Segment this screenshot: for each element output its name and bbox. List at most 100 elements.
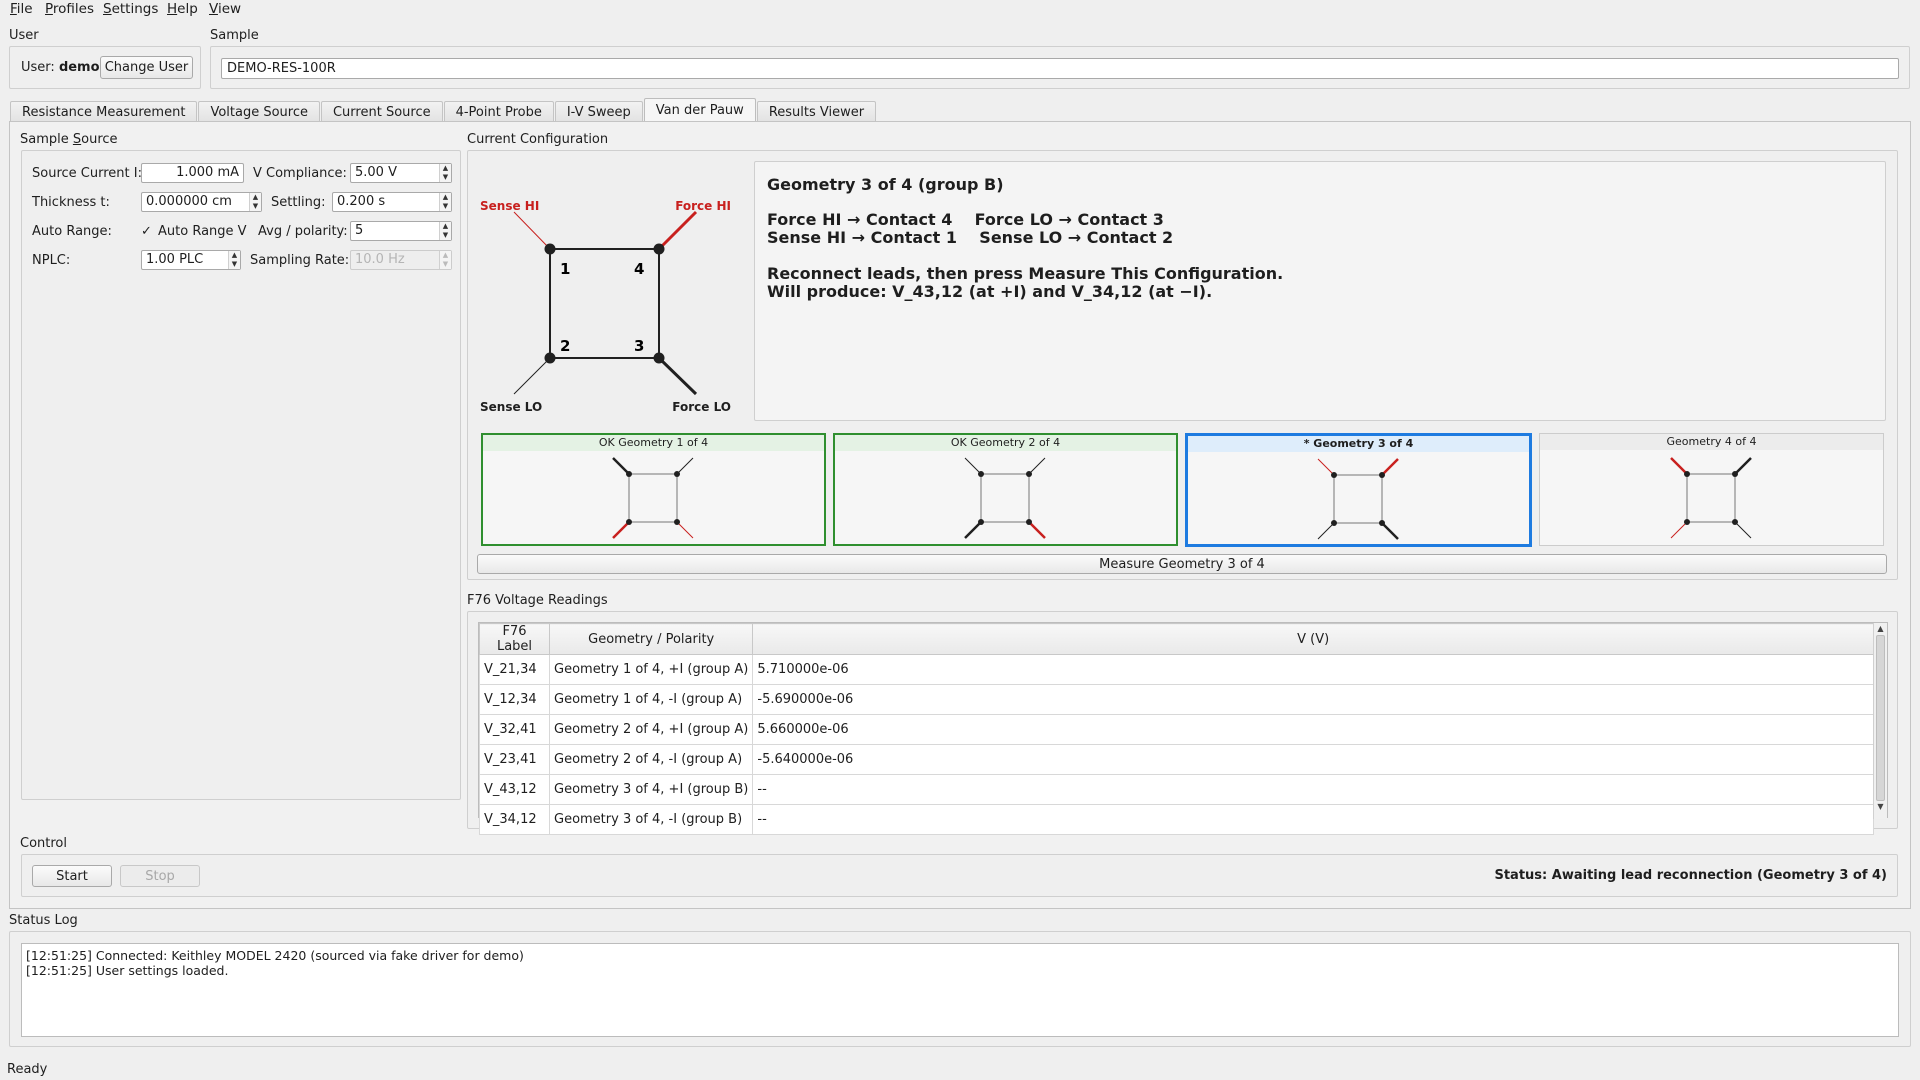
lead-force-lo bbox=[657, 356, 698, 396]
geometry-card-2-label: OK Geometry 2 of 4 bbox=[835, 435, 1176, 451]
menu-help[interactable]: Help bbox=[167, 1, 198, 17]
measure-geometry-button[interactable]: Measure Geometry 3 of 4 bbox=[477, 554, 1887, 574]
nplc-label: NPLC: bbox=[32, 253, 71, 268]
contact-3-dot bbox=[653, 352, 665, 364]
tab-4-point-probe[interactable]: 4-Point Probe bbox=[443, 101, 554, 122]
tab-current-source[interactable]: Current Source bbox=[320, 101, 443, 122]
readings-group: F76 Label Geometry / Polarity V (V) V_21… bbox=[467, 611, 1898, 835]
control-title: Control bbox=[20, 836, 67, 851]
status-log-text[interactable]: [12:51:25] Connected: Keithley MODEL 242… bbox=[21, 943, 1899, 1037]
geometry-card-3[interactable]: * Geometry 3 of 4 bbox=[1185, 433, 1532, 547]
instruction-heading: Geometry 3 of 4 (group B) bbox=[767, 175, 1004, 194]
log-line: [12:51:25] Connected: Keithley MODEL 242… bbox=[26, 948, 524, 963]
spin-arrows-icon[interactable]: ▲▼ bbox=[439, 193, 451, 211]
user-name: demo bbox=[58, 60, 100, 75]
contact-1-label: 1 bbox=[560, 260, 570, 278]
geometry-card-2[interactable]: OK Geometry 2 of 4 bbox=[833, 433, 1178, 546]
readings-table: F76 Label Geometry / Polarity V (V) V_21… bbox=[479, 623, 1874, 835]
instruction-sense-line: Sense HI → Contact 1 Sense LO → Contact … bbox=[767, 228, 1174, 247]
source-current-field[interactable]: 1.000 mA bbox=[141, 163, 244, 183]
menu-bar: File Profiles Settings Help View bbox=[0, 0, 1920, 17]
sample-name-input[interactable] bbox=[221, 58, 1899, 79]
checkmark-icon: ✓ bbox=[141, 224, 152, 239]
status-log-title: Status Log bbox=[9, 913, 78, 928]
menu-settings[interactable]: Settings bbox=[103, 1, 159, 17]
tab-van-der-pauw[interactable]: Van der Pauw bbox=[643, 98, 756, 122]
config-group: 1 4 2 3 Sense HI Force HI Sense LO Force… bbox=[467, 150, 1898, 580]
status-bar-text: Ready bbox=[7, 1062, 48, 1077]
menu-view[interactable]: View bbox=[209, 1, 242, 17]
source-panel-title: Sample Source bbox=[20, 132, 118, 147]
scroll-down-icon[interactable]: ▼ bbox=[1877, 802, 1884, 811]
tab-voltage-source[interactable]: Voltage Source bbox=[198, 101, 320, 122]
readings-header-row: F76 Label Geometry / Polarity V (V) bbox=[479, 623, 1874, 655]
col-header-geometry[interactable]: Geometry / Polarity bbox=[548, 623, 754, 655]
geometry-3-mini-diagram bbox=[1317, 458, 1399, 540]
user-section-label: User bbox=[9, 28, 39, 43]
main-tabs: Resistance Measurement Voltage Source Cu… bbox=[10, 98, 877, 122]
user-group: User: demo Change User bbox=[9, 46, 201, 89]
settling-spinbox[interactable]: 0.200 s▲▼ bbox=[332, 192, 452, 212]
scrollbar-thumb[interactable] bbox=[1876, 635, 1885, 801]
stop-button: Stop bbox=[120, 865, 200, 887]
sample-section-label: Sample bbox=[210, 28, 259, 43]
log-line: [12:51:25] User settings loaded. bbox=[26, 963, 229, 978]
user-prefix: User: bbox=[21, 60, 55, 75]
force-lo-label: Force LO bbox=[672, 400, 731, 414]
start-button[interactable]: Start bbox=[32, 865, 112, 887]
sample-square bbox=[549, 248, 660, 359]
contact-4-dot bbox=[653, 243, 665, 255]
thickness-label: Thickness t: bbox=[32, 195, 110, 210]
source-group: Source Current I: 1.000 mA V Compliance:… bbox=[21, 150, 461, 800]
control-group: Start Stop Status: Awaiting lead reconne… bbox=[21, 854, 1898, 897]
sense-lo-label: Sense LO bbox=[480, 400, 542, 414]
contact-2-label: 2 bbox=[560, 337, 570, 355]
col-header-f76-label[interactable]: F76 Label bbox=[479, 623, 550, 655]
settling-label: Settling: bbox=[271, 195, 326, 210]
sample-group bbox=[210, 46, 1910, 89]
tab-results-viewer[interactable]: Results Viewer bbox=[756, 101, 877, 122]
geometry-card-3-label: * Geometry 3 of 4 bbox=[1188, 436, 1529, 452]
readings-scrollbar[interactable]: ▲ ▼ bbox=[1873, 623, 1887, 819]
instruction-produce-line: Will produce: V_43,12 (at +I) and V_34,1… bbox=[767, 282, 1213, 301]
change-user-button[interactable]: Change User bbox=[100, 56, 193, 79]
status-log-group: [12:51:25] Connected: Keithley MODEL 242… bbox=[9, 931, 1911, 1047]
contact-2-dot bbox=[544, 352, 556, 364]
config-panel-title: Current Configuration bbox=[467, 132, 609, 147]
spin-arrows-icon: ▲▼ bbox=[439, 251, 451, 269]
menu-file[interactable]: File bbox=[10, 1, 33, 17]
thickness-spinbox[interactable]: 0.000000 cm▲▼ bbox=[141, 192, 262, 212]
tab-resistance-measurement[interactable]: Resistance Measurement bbox=[10, 101, 198, 122]
spin-arrows-icon[interactable]: ▲▼ bbox=[439, 222, 451, 240]
geometry-card-4-label: Geometry 4 of 4 bbox=[1540, 434, 1883, 450]
spin-arrows-icon[interactable]: ▲▼ bbox=[439, 164, 451, 182]
auto-range-checkbox[interactable]: ✓ Auto Range V bbox=[141, 224, 247, 239]
geometry-card-1[interactable]: OK Geometry 1 of 4 bbox=[481, 433, 826, 546]
spin-arrows-icon[interactable]: ▲▼ bbox=[228, 251, 240, 269]
lead-sense-lo bbox=[513, 357, 551, 395]
nplc-spinbox[interactable]: 1.00 PLC▲▼ bbox=[141, 250, 241, 270]
instruction-reconnect-line: Reconnect leads, then press Measure This… bbox=[767, 264, 1284, 283]
menu-profiles[interactable]: Profiles bbox=[45, 1, 95, 17]
v-compliance-spinbox[interactable]: 5.00 V▲▼ bbox=[350, 163, 452, 183]
geometry-1-mini-diagram bbox=[612, 457, 694, 539]
scroll-up-icon[interactable]: ▲ bbox=[1877, 624, 1884, 633]
spin-arrows-icon[interactable]: ▲▼ bbox=[249, 193, 261, 211]
tab-iv-sweep[interactable]: I-V Sweep bbox=[554, 101, 643, 122]
geometry-card-4[interactable]: Geometry 4 of 4 bbox=[1539, 433, 1884, 546]
auto-range-label: Auto Range: bbox=[32, 224, 112, 239]
geometry-4-mini-diagram bbox=[1670, 457, 1752, 539]
col-header-voltage[interactable]: V (V) bbox=[752, 623, 1874, 655]
avg-polarity-spinbox[interactable]: 5▲▼ bbox=[350, 221, 452, 241]
instruction-force-line: Force HI → Contact 4 Force LO → Contact … bbox=[767, 210, 1164, 229]
user-line: User: demo bbox=[21, 60, 100, 75]
lead-sense-hi bbox=[513, 211, 551, 250]
avg-polarity-label: Avg / polarity: bbox=[258, 224, 348, 239]
v-compliance-label: V Compliance: bbox=[253, 166, 347, 181]
